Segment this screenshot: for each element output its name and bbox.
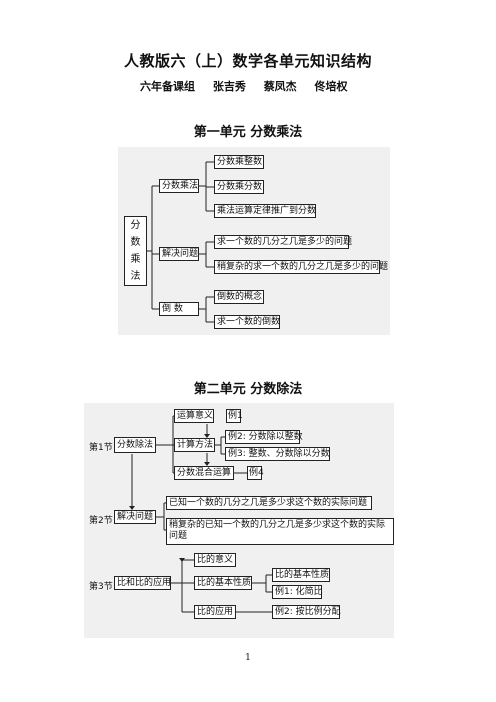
example-2: 例2: 分数除以整数 [225,430,303,444]
root-char: 法 [130,271,141,282]
node-calculation-method: 计算方法 [174,438,215,452]
branch-solve-problems: 解决问题 [159,247,199,261]
item-text-line: 问题 [169,531,188,541]
item-find-whole-problem: 已知一个数的几分之几是多少求这个数的实际问题 [166,496,372,510]
unit1-heading: 第一单元 分数乘法 [193,125,303,140]
root-char: 乘 [130,254,141,265]
item-fraction-times-integer: 分数乘整数 [214,155,264,169]
author-group: 六年备课组 [140,80,195,93]
example-4: 例4 [247,466,264,480]
item-fraction-times-fraction: 分数乘分数 [214,180,264,194]
unit2-heading: 第二单元 分数除法 [193,382,303,397]
section-solve-problems: 解决问题 [114,510,156,524]
item-law-extension: 乘法运算定律推广到分数 [214,204,316,218]
author-name: 张吉秀 [212,80,246,93]
item-reciprocal-concept: 倒数的概念 [214,290,264,304]
section-fraction-division: 分数除法 [114,437,156,453]
node-ratio-property: 比的基本性质 [194,576,252,590]
node-ratio-application: 比的应用 [194,605,236,619]
example-3: 例3: 整数、分数除以分数 [225,447,330,461]
branch-fraction-multiplication: 分数乘法 [159,179,199,193]
example-ratio-property: 比的基本性质 [272,568,330,582]
item-complex-find-part-problem: 稍复杂的求一个数的几分之几是多少的问题 [214,260,388,274]
author-line: 六年备课组 张吉秀 蔡凤杰 佟培权 [140,78,362,94]
item-find-reciprocal: 求一个数的倒数 [214,315,280,329]
example-simplify-ratio: 例1: 化简比 [272,585,323,599]
branch-reciprocal: 倒 数 [159,302,199,316]
section-ratio: 比和比的应用 [114,576,171,590]
example-1: 例1 [226,409,243,423]
node-ratio-meaning: 比的意义 [194,553,236,567]
item-find-part-problem: 求一个数的几分之几是多少的问题 [214,235,352,249]
document-title: 人教版六（上）数学各单元知识结构 [123,52,372,70]
root-char: 数 [130,237,141,248]
item-text-line: 稍复杂的已知一个数的几分之几是多少求这个数的实际 [169,520,386,530]
node-operation-meaning: 运算意义 [174,409,214,423]
unit1-root-box: 分 数 乘 法 [124,216,147,286]
page-number: 1 [245,653,251,663]
section-tag: 第3节 [89,582,113,592]
section-tag: 第1节 [89,443,113,453]
section-tag: 第2节 [89,516,113,526]
author-name: 佟培权 [314,80,348,93]
node-mixed-operations: 分数混合运算 [174,466,234,480]
root-char: 分 [130,220,141,231]
example-proportional-distribution: 例2: 按比例分配 [272,605,341,619]
author-name: 蔡凤杰 [263,80,297,93]
item-complex-find-whole-problem: 稍复杂的已知一个数的几分之几是多少求这个数的实际 问题 [166,518,394,545]
